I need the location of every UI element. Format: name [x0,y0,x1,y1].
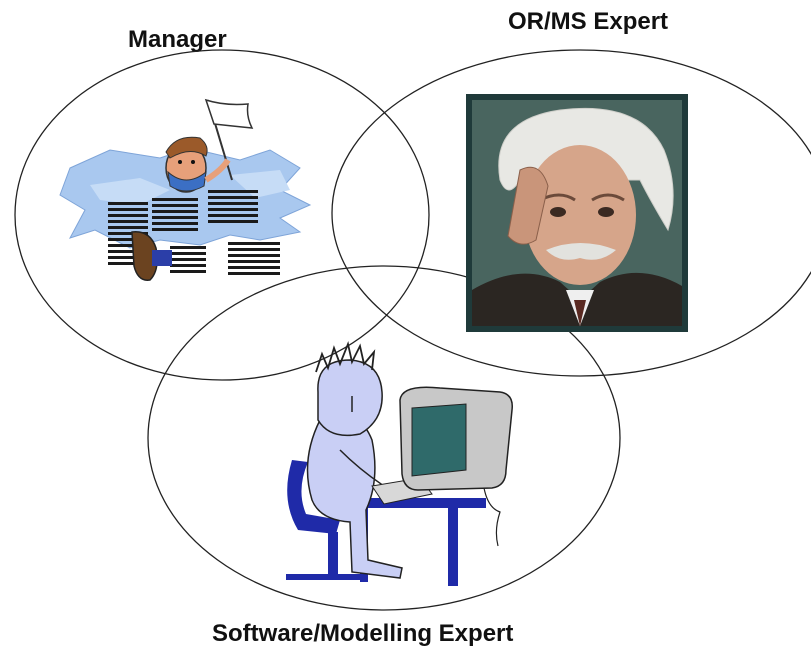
orms-expert-label: OR/MS Expert [508,8,669,35]
manager-with-papers-icon [59,98,312,281]
software-expert-label: Software/Modelling Expert [212,620,514,647]
manager-label: Manager [128,26,227,53]
software-expert-circle [147,265,621,611]
expert-portrait-icon [466,94,688,332]
person-at-computer-icon [286,340,513,586]
manager-circle [14,49,430,381]
orms-expert-circle [331,49,811,377]
